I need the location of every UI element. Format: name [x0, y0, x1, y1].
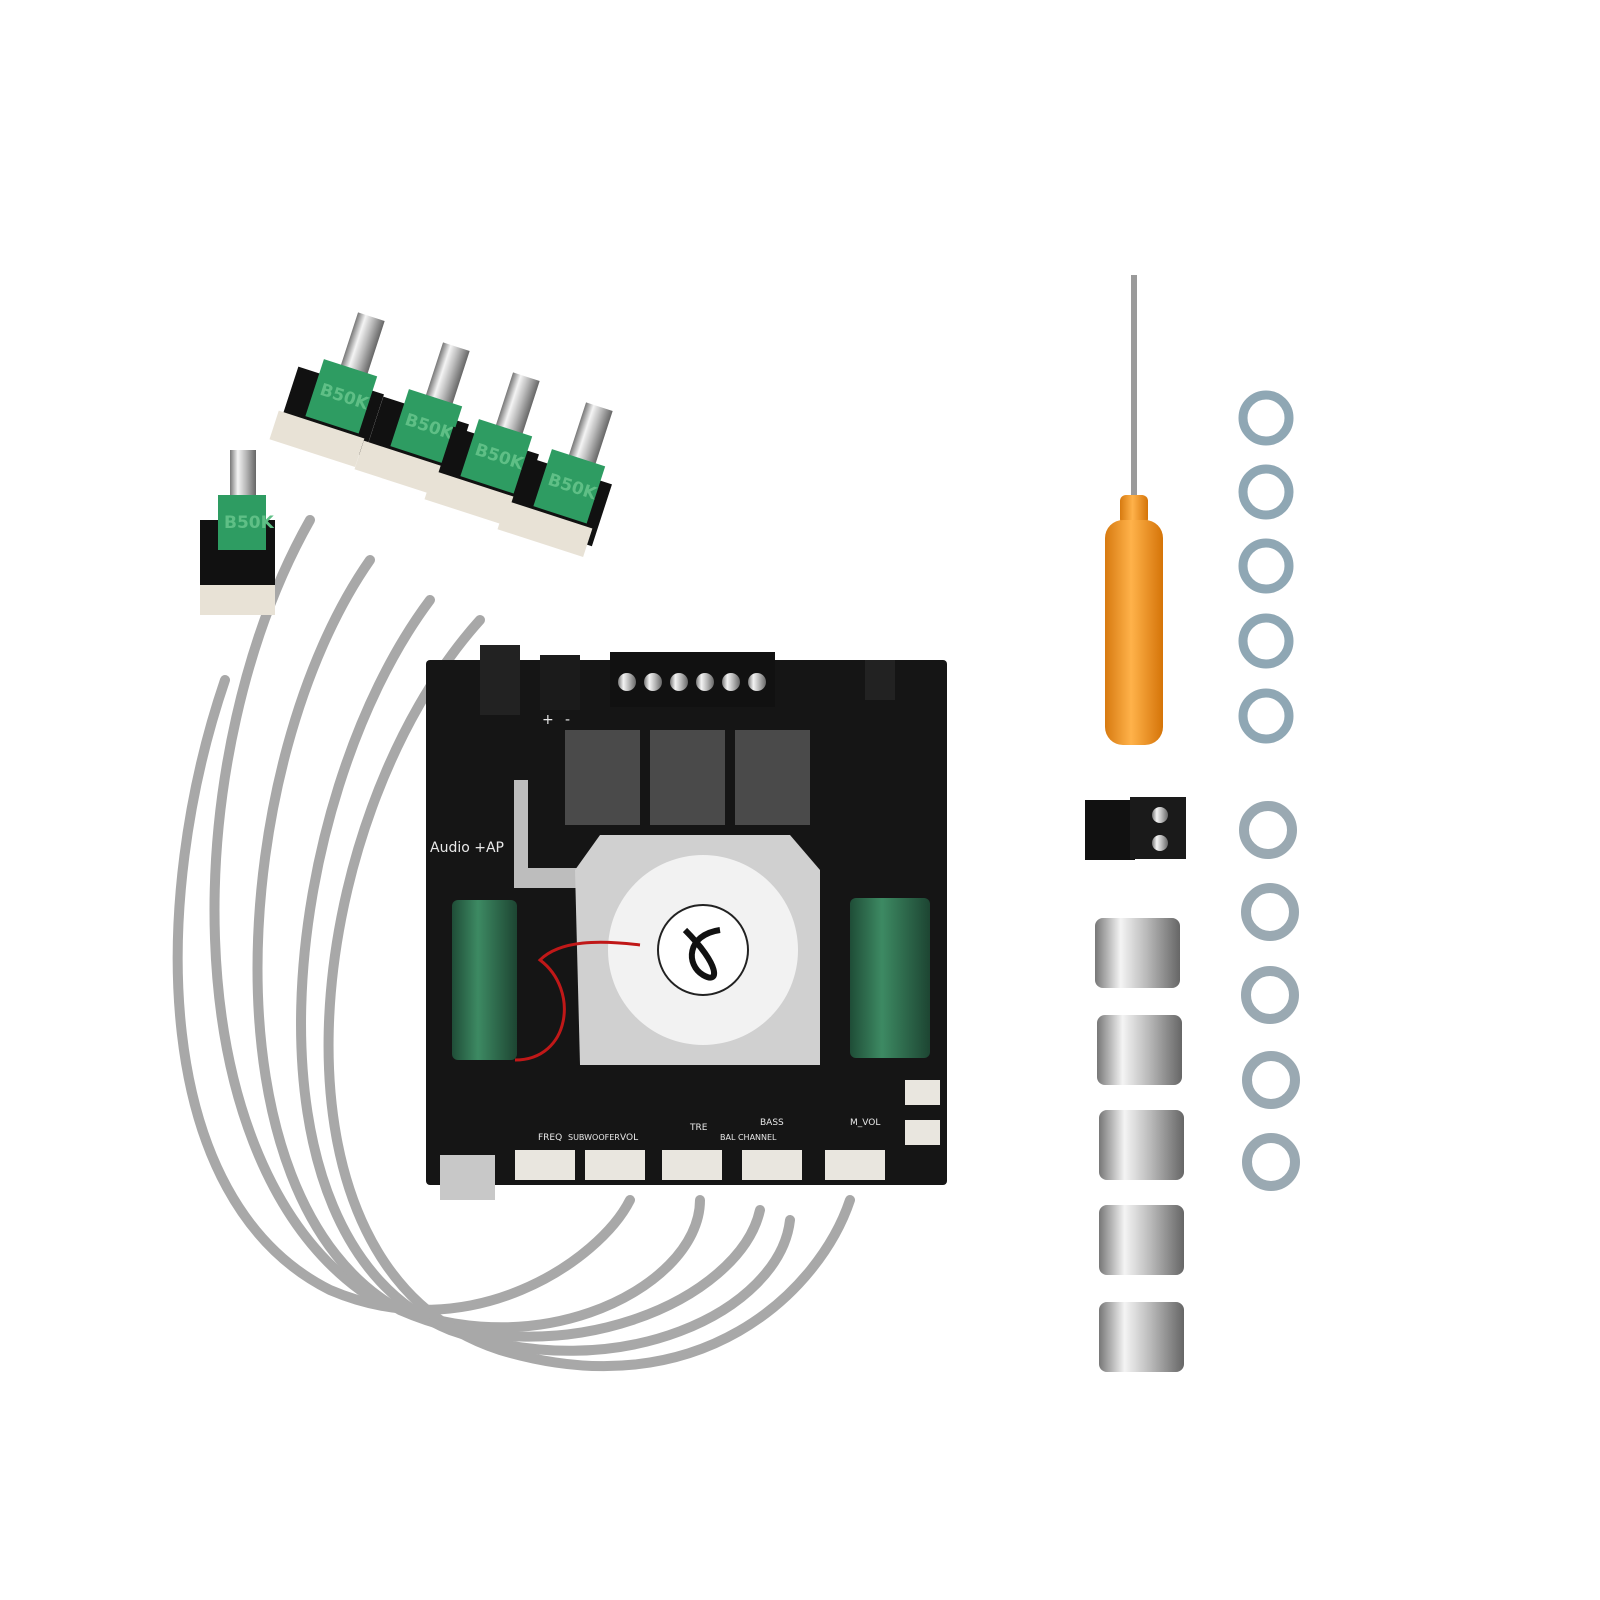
label-vol: VOL	[620, 1133, 638, 1143]
label-freq: FREQ	[538, 1133, 562, 1143]
label-tre: TRE	[689, 1123, 708, 1133]
heatsink-fan	[575, 835, 820, 1065]
amplifier-board: + - Audio +AP FREQ SUBWOOFER VOL TRE BAL…	[426, 645, 947, 1200]
thin-washers	[1238, 390, 1294, 744]
metal-knobs	[1095, 918, 1184, 1372]
power-minus-label: -	[565, 712, 570, 728]
screwdriver	[1105, 275, 1163, 745]
label-subwoofer: SUBWOOFER	[568, 1133, 620, 1142]
silver-trace	[514, 780, 580, 888]
label-bal-channel: BAL CHANNEL	[720, 1133, 777, 1142]
potentiometer-1: B50K	[269, 312, 385, 468]
board-silkscreen-labels: FREQ SUBWOOFER VOL TRE BAL CHANNEL BASS …	[538, 1118, 880, 1143]
pot-value-label: B50K	[224, 513, 275, 533]
speaker-terminal-block	[610, 652, 775, 707]
label-m-vol: M_VOL	[850, 1118, 880, 1128]
label-bass: BASS	[760, 1118, 784, 1128]
potentiometer-3: B50K	[424, 372, 540, 528]
potentiometer-4: B50K	[497, 402, 613, 558]
ribbon-cables	[172, 515, 855, 1372]
terminal-plug	[1085, 797, 1186, 860]
potentiometer-single: B50K	[200, 450, 275, 615]
power-plus-label: +	[542, 712, 554, 728]
hex-nuts	[1239, 801, 1300, 1191]
board-brand-text: Audio +AP	[430, 840, 504, 856]
